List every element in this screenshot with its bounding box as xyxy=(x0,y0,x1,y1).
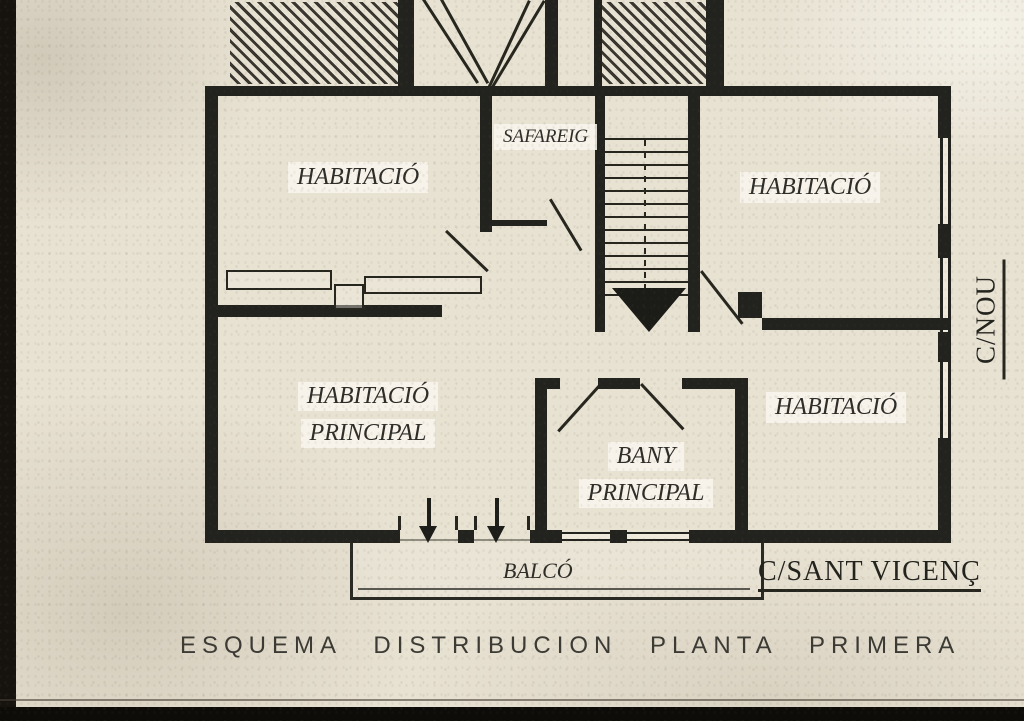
street-label-nou: C/NOU xyxy=(970,259,1006,380)
pillar-top-3 xyxy=(594,0,602,96)
hatch-block-left xyxy=(230,2,398,84)
wall-bany-top-seg-3 xyxy=(682,378,748,389)
wall-right-seg-2 xyxy=(938,224,951,258)
room-label-habitacio-principal: HABITACIÓ PRINCIPAL xyxy=(268,382,468,448)
wall-bottom-seg-1 xyxy=(205,530,400,543)
street-label-sant-vicenc: C/SANT VICENÇ xyxy=(758,556,981,592)
stair-center-dashed-line xyxy=(644,140,646,288)
room-label-bany-line1: BANY xyxy=(607,442,685,471)
window-right-1 xyxy=(940,138,951,224)
wall-bottom-seg-3 xyxy=(610,530,627,543)
window-right-3 xyxy=(940,362,951,438)
down-arrow-2-head xyxy=(487,526,505,543)
wall-right-seg-4 xyxy=(938,438,951,543)
wardrobe-2 xyxy=(334,284,364,310)
wall-bany-top-seg-1 xyxy=(535,378,560,389)
wall-right-seg-3 xyxy=(938,332,951,362)
pillar-square-hall xyxy=(738,292,762,318)
pillar-top-2 xyxy=(545,0,558,96)
door-leaf-bany-right xyxy=(640,382,685,431)
room-label-habitacio-principal-line1: HABITACIÓ xyxy=(297,382,439,411)
room-label-habitacio-mid-right: HABITACIÓ xyxy=(766,392,907,423)
down-arrow-2-shaft xyxy=(495,498,499,528)
wall-stair-right xyxy=(688,86,700,332)
room-label-habitacio-top-right: HABITACIÓ xyxy=(740,172,881,203)
wall-right-room-divider xyxy=(762,318,950,330)
room-label-habitacio-top-left: HABITACIÓ xyxy=(288,162,429,193)
door-leaf-bany-left xyxy=(557,385,601,433)
window-bottom-2 xyxy=(627,532,689,541)
room-label-habitacio-principal-line2: PRINCIPAL xyxy=(300,419,436,448)
room-label-safareig: SAFAREIG xyxy=(494,124,598,150)
room-label-balco: BALCÓ xyxy=(503,558,573,583)
scan-left-black-strip xyxy=(0,0,16,721)
down-arrow-1-head xyxy=(419,526,437,543)
hatch-block-right xyxy=(602,2,706,84)
door-jamb-tick-3 xyxy=(474,516,477,530)
flue-line-3 xyxy=(491,0,546,88)
wall-bottom-seg-2 xyxy=(530,530,562,543)
pillar-top-4 xyxy=(706,0,724,96)
wall-stair-left xyxy=(595,86,605,332)
stair-treads xyxy=(605,138,688,296)
room-label-bany-principal: BANY PRINCIPAL xyxy=(566,442,726,508)
wall-bottom-seg-4 xyxy=(689,530,950,543)
wall-right-seg-1 xyxy=(938,86,951,138)
wall-top xyxy=(218,86,950,96)
door-jamb-tick-1 xyxy=(398,516,401,530)
wall-bany-right xyxy=(735,378,748,532)
drawing-caption: ESQUEMA DISTRIBUCION PLANTA PRIMERA xyxy=(180,632,961,659)
door-leaf-habitacio-tl xyxy=(445,229,489,273)
wardrobe-1 xyxy=(226,270,332,290)
balcony-inner-edge-line xyxy=(358,588,750,590)
door-jamb-tick-4 xyxy=(527,516,530,530)
scan-bottom-black-bar xyxy=(0,707,1024,721)
wall-bany-top-seg-2 xyxy=(598,378,640,389)
wall-bany-left xyxy=(535,378,547,530)
down-arrow-1-shaft xyxy=(427,498,431,528)
room-label-bany-line2: PRINCIPAL xyxy=(578,479,714,508)
flue-line-2 xyxy=(440,0,490,84)
door-leaf-safareig xyxy=(549,198,583,252)
door-jamb-tick-2 xyxy=(455,516,458,530)
stair-direction-triangle xyxy=(612,288,686,332)
wall-bottom-mullion xyxy=(458,530,474,543)
balcony-outline xyxy=(350,543,764,600)
wall-left-room-bottom xyxy=(205,305,442,317)
wall-center-vertical xyxy=(480,86,492,232)
flue-line-4 xyxy=(487,0,531,88)
wardrobe-3 xyxy=(364,276,482,294)
wall-safareig-bottom xyxy=(487,220,547,226)
scan-bottom-thin-line xyxy=(0,699,1024,701)
pillar-top-1 xyxy=(398,0,414,96)
window-right-2 xyxy=(940,258,951,332)
window-bottom-1 xyxy=(562,532,610,541)
